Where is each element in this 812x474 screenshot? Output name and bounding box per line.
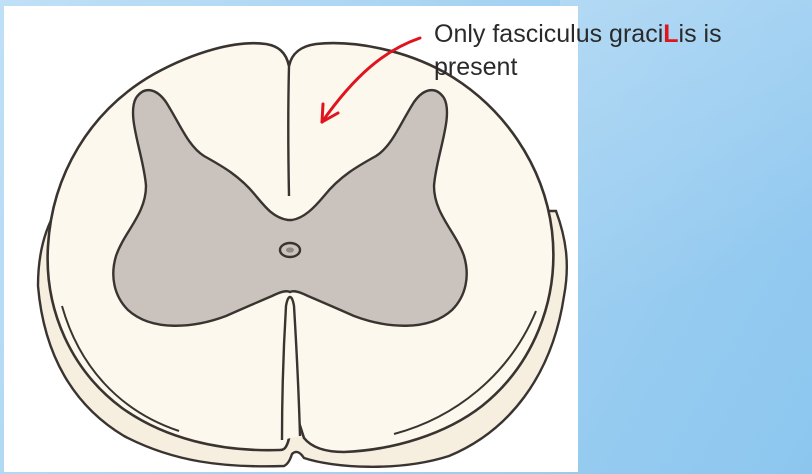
arrow-shaft: [322, 38, 420, 122]
